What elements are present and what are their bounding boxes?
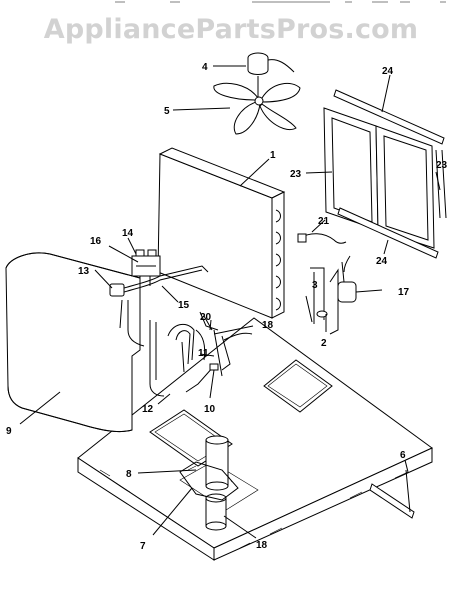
callout-20: 20 [200, 312, 212, 323]
callout-18-upper: 18 [262, 320, 274, 331]
fan-motor [247, 52, 295, 100]
callout-9: 9 [6, 426, 12, 437]
callout-labels: 4 5 1 23 24 23 24 21 14 16 13 15 17 3 2 … [6, 62, 448, 552]
callout-24-top: 24 [382, 66, 394, 77]
callout-8: 8 [126, 469, 132, 480]
leader-lines [19, 65, 441, 539]
callout-17: 17 [398, 287, 410, 298]
callout-23-left: 23 [290, 169, 302, 180]
callout-24-bottom: 24 [376, 256, 388, 267]
callout-16: 16 [90, 236, 102, 247]
callout-12: 12 [142, 404, 154, 415]
evaporator-coil [157, 147, 286, 319]
condenser-coil [5, 252, 141, 433]
callout-3: 3 [312, 280, 318, 291]
capacitor-and-tubing [297, 233, 357, 335]
callout-4: 4 [202, 62, 208, 73]
mounting-bracket [369, 469, 415, 519]
callout-5: 5 [164, 106, 170, 117]
callout-10: 10 [204, 404, 216, 415]
callout-23-right: 23 [436, 160, 448, 171]
wiring-harness [149, 311, 253, 397]
fan-blade [213, 82, 301, 135]
callout-7: 7 [140, 541, 146, 552]
callout-2: 2 [321, 338, 327, 349]
callout-11: 11 [198, 348, 209, 359]
callout-13: 13 [78, 266, 90, 277]
callout-15: 15 [178, 300, 190, 311]
control-assembly [109, 249, 209, 347]
callout-18-lower: 18 [256, 540, 268, 551]
callout-14: 14 [122, 228, 134, 239]
callout-6: 6 [400, 450, 406, 461]
callout-1: 1 [270, 150, 276, 161]
watermark-text: AppliancePartsPros.com [43, 14, 419, 45]
filter-assembly [323, 89, 447, 259]
compressor [179, 435, 239, 531]
callout-21: 21 [318, 216, 330, 227]
